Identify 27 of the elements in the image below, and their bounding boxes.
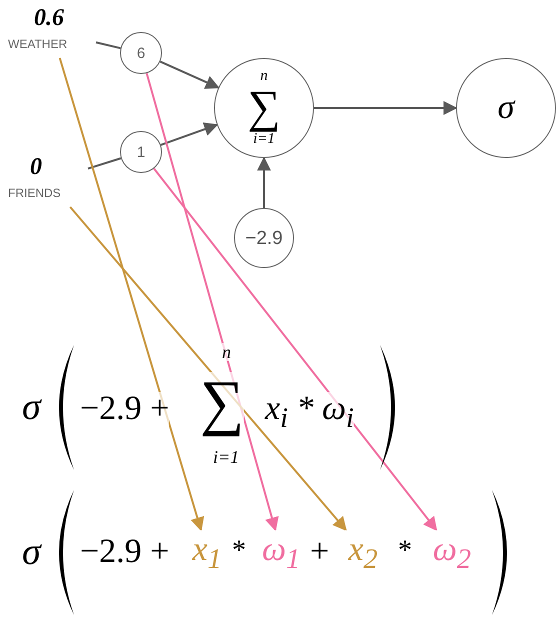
node-circle (120, 131, 162, 173)
node-value: 1 (136, 144, 146, 160)
summation-sign: ∑ (248, 84, 280, 130)
formula-term: ω$_{2}$ (432, 530, 472, 570)
input-value: 0 (30, 155, 42, 179)
arrow (58, 58, 204, 532)
arrow (69, 206, 347, 532)
arrow (314, 101, 458, 115)
node-value: σ (498, 91, 514, 125)
node-circle (120, 32, 162, 74)
arrow (146, 72, 279, 532)
node-value: 6 (136, 46, 146, 60)
input-value: 0.6 (34, 6, 64, 30)
summation-sign: ∑ (200, 372, 244, 434)
arrow (160, 60, 220, 89)
upper-limit: n (222, 343, 231, 361)
formula-term: ω$_{1}$ (262, 530, 300, 570)
lower-limit: i=1 (253, 132, 275, 147)
formula-text: −2.9 + (80, 392, 170, 426)
input-name: WEATHER (8, 38, 68, 50)
arrow (153, 168, 438, 532)
arrow (160, 122, 218, 146)
upper-limit: n (260, 69, 268, 84)
node-value: −2.9 (245, 228, 283, 248)
lower-limit: i=1 (213, 448, 240, 466)
arrow (257, 156, 271, 208)
input-name: FRIENDS (8, 187, 61, 199)
